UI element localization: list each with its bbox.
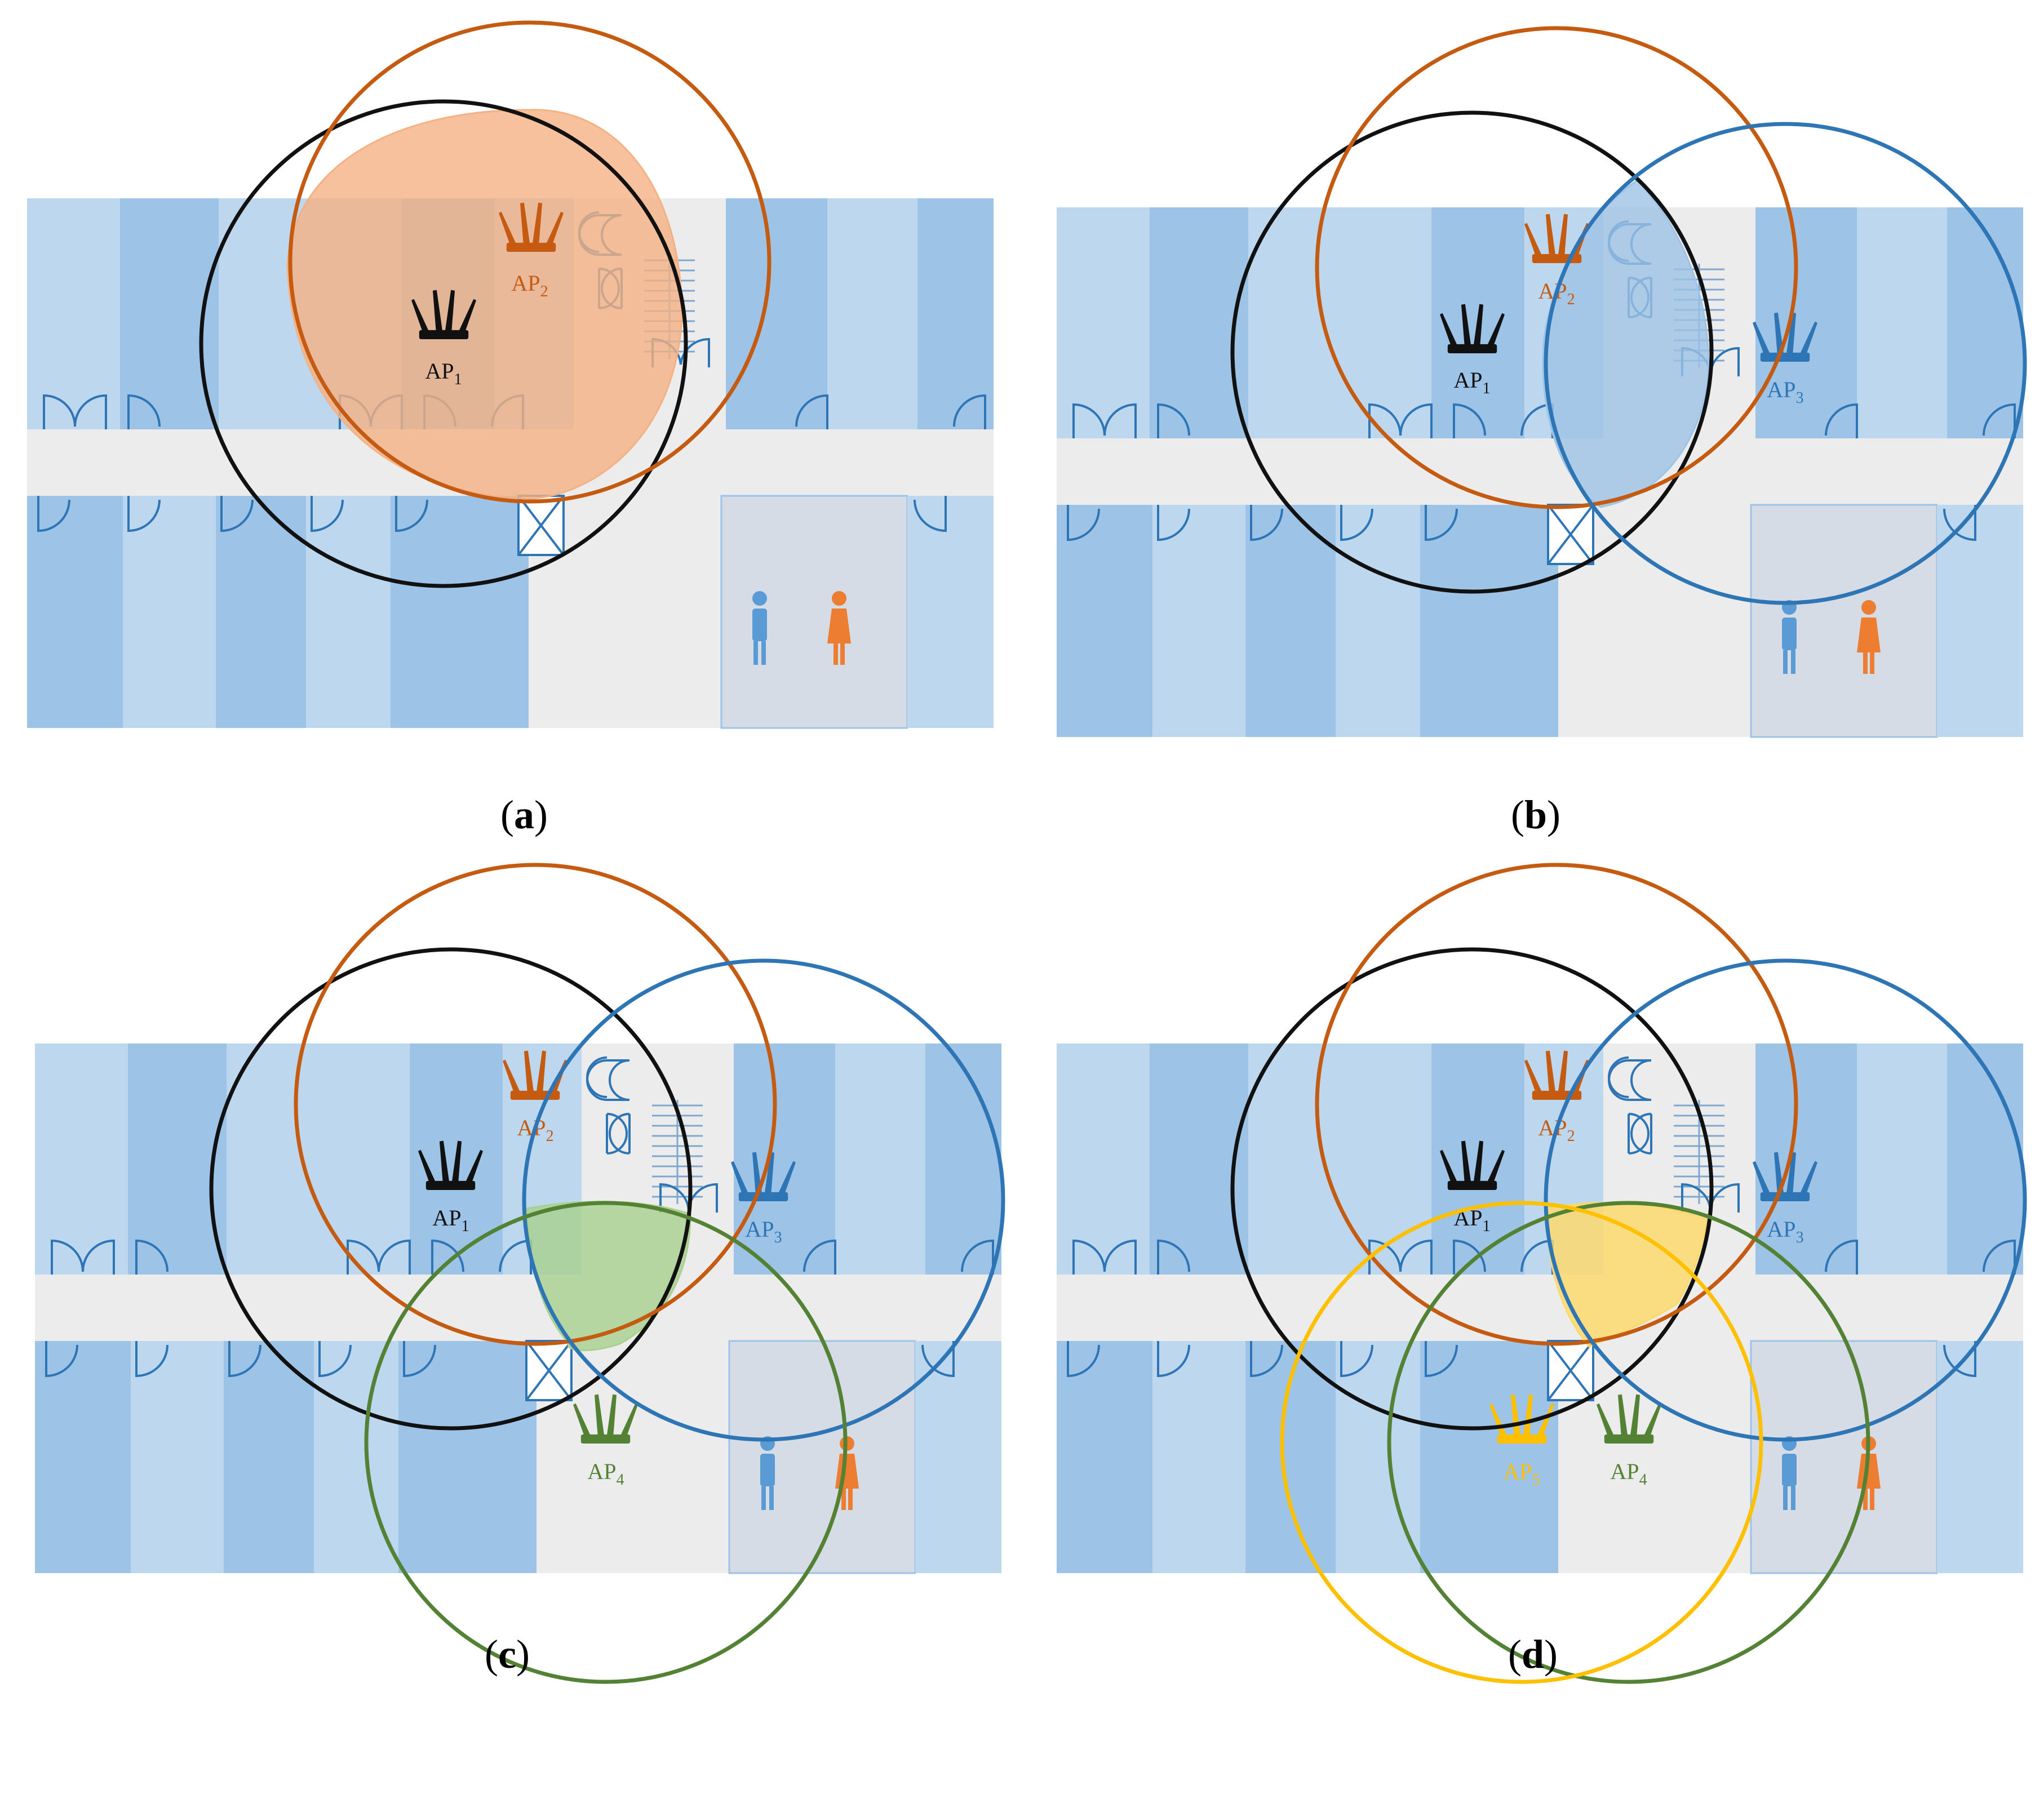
- coverage-circle-ap2: [294, 863, 777, 1346]
- ap-label-2: AP2: [511, 270, 548, 300]
- coverage-circle-ap1: [209, 947, 693, 1431]
- panels: AP1AP2(a)AP1AP2AP3(b)AP1AP2AP3AP4(c)AP1A…: [26, 20, 2027, 1684]
- coverage-circle-ap1: [199, 99, 688, 588]
- panel-caption: (b): [1511, 792, 1560, 837]
- coverage-circle-ap2: [1315, 863, 1798, 1346]
- ap-label-3: AP3: [745, 1216, 782, 1246]
- ap-label-1: AP1: [1453, 367, 1490, 397]
- ap-label-2: AP2: [1538, 1115, 1575, 1145]
- panel-caption: (d): [1508, 1632, 1558, 1677]
- ap-label-3: AP3: [1767, 377, 1803, 407]
- coverage-circle-ap1: [1230, 110, 1714, 594]
- ap-label-1: AP1: [425, 358, 462, 388]
- ap-label-5: AP5: [1503, 1459, 1540, 1489]
- coverage-circle-ap3: [522, 958, 1005, 1442]
- coverage-circle-ap2: [1315, 26, 1798, 509]
- intersection-region: [286, 109, 683, 500]
- coverage-circle-ap5: [1280, 1201, 1763, 1684]
- coverage-circle-ap2: [288, 20, 772, 504]
- ap-label-4: AP4: [587, 1459, 624, 1489]
- panel-caption: (c): [485, 1632, 530, 1677]
- coverage-circle-ap3: [1544, 122, 2027, 605]
- coverage-circle-ap3: [1544, 958, 2027, 1442]
- ap-label-3: AP3: [1767, 1216, 1803, 1246]
- coverage-circle-ap1: [1230, 947, 1714, 1431]
- panel-a: AP1 AP2 (a): [26, 20, 995, 837]
- ap-label-4: AP4: [1610, 1459, 1647, 1489]
- coverage-circle-ap4: [364, 1201, 848, 1684]
- coverage-circle-ap4: [1387, 1201, 1870, 1684]
- panel-caption: (a): [500, 792, 548, 837]
- ap-label-1: AP1: [432, 1205, 469, 1235]
